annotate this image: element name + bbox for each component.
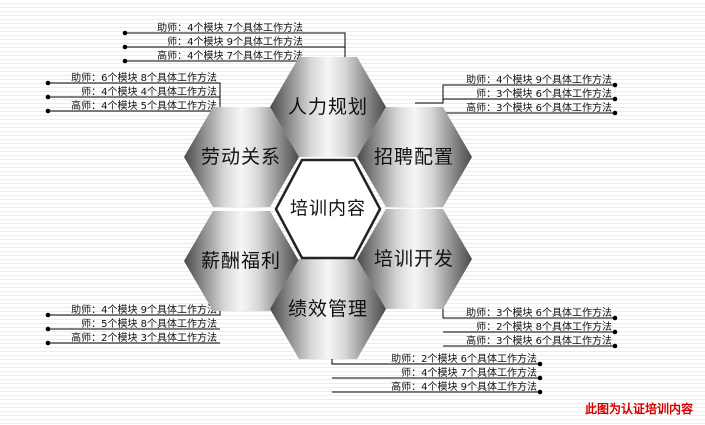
labor-relations-line-2: 师：4个模块 4个具体工作方法 bbox=[81, 85, 217, 98]
hex-label-training: 培训开发 bbox=[374, 248, 454, 270]
labor-relations-line-1: 助师：6个模块 8个具体工作方法 bbox=[71, 71, 217, 84]
annotation-performance: 助师：2个模块 6个具体工作方法 师：4个模块 7个具体工作方法 高师：4个模块… bbox=[331, 350, 543, 395]
training-line-1: 助师：3个模块 6个具体工作方法 bbox=[466, 306, 612, 319]
recruitment-line-1: 助师：4个模块 9个具体工作方法 bbox=[466, 73, 612, 86]
performance-line-1: 助师：2个模块 6个具体工作方法 bbox=[391, 352, 537, 365]
performance-line-3: 高师：4个模块 9个具体工作方法 bbox=[391, 380, 537, 393]
hex-label-labor-relations: 劳动关系 bbox=[201, 146, 281, 168]
hex-label-recruitment: 招聘配置 bbox=[374, 146, 454, 168]
compensation-line-3: 高师：2个模块 3个具体工作方法 bbox=[71, 331, 217, 344]
recruitment-line-2: 师：3个模块 6个具体工作方法 bbox=[476, 87, 612, 100]
recruitment-line-3: 高师：3个模块 6个具体工作方法 bbox=[466, 101, 612, 114]
hex-label-hr-planning: 人力规划 bbox=[288, 96, 368, 118]
hr-planning-line-1: 助师：4个模块 7个具体工作方法 bbox=[157, 21, 303, 34]
annotation-hr-planning: 助师：4个模块 7个具体工作方法 师：4个模块 9个具体工作方法 高师：4个模块… bbox=[122, 21, 346, 64]
annotation-recruitment: 助师：4个模块 9个具体工作方法 师：3个模块 6个具体工作方法 高师：3个模块… bbox=[415, 73, 618, 116]
training-line-2: 师：2个模块 8个具体工作方法 bbox=[476, 320, 612, 333]
compensation-line-2: 师：5个模块 8个具体工作方法 bbox=[81, 317, 217, 330]
hex-recruitment: 招聘配置 bbox=[357, 107, 472, 207]
hex-training: 培训开发 bbox=[357, 209, 472, 309]
hex-performance: 绩效管理 bbox=[270, 259, 386, 359]
center-label: 培训内容 bbox=[290, 199, 366, 220]
hr-planning-line-2: 师：4个模块 9个具体工作方法 bbox=[167, 35, 303, 48]
hex-label-performance: 绩效管理 bbox=[288, 298, 368, 320]
hex-label-compensation: 薪酬福利 bbox=[201, 250, 281, 272]
footnote: 此图为认证培训内容 bbox=[584, 402, 693, 416]
annotation-training: 助师：3个模块 6个具体工作方法 师：2个模块 8个具体工作方法 高师：3个模块… bbox=[415, 305, 618, 349]
hr-planning-line-3: 高师：4个模块 7个具体工作方法 bbox=[157, 49, 303, 62]
labor-relations-line-3: 高师：4个模块 5个具体工作方法 bbox=[71, 99, 217, 112]
training-line-3: 高师：3个模块 6个具体工作方法 bbox=[466, 334, 612, 347]
hex-compensation: 薪酬福利 bbox=[184, 211, 299, 311]
performance-line-2: 师：4个模块 7个具体工作方法 bbox=[401, 366, 537, 379]
hex-center: 培训内容 bbox=[274, 158, 382, 260]
hex-hr-planning: 人力规划 bbox=[270, 57, 386, 157]
compensation-line-1: 助师：4个模块 9个具体工作方法 bbox=[71, 303, 217, 316]
annotation-compensation: 助师：4个模块 9个具体工作方法 师：5个模块 8个具体工作方法 高师：2个模块… bbox=[45, 300, 221, 346]
annotation-labor-relations: 助师：6个模块 8个具体工作方法 师：4个模块 4个具体工作方法 高师：4个模块… bbox=[45, 71, 221, 114]
hex-labor-relations: 劳动关系 bbox=[184, 107, 299, 207]
